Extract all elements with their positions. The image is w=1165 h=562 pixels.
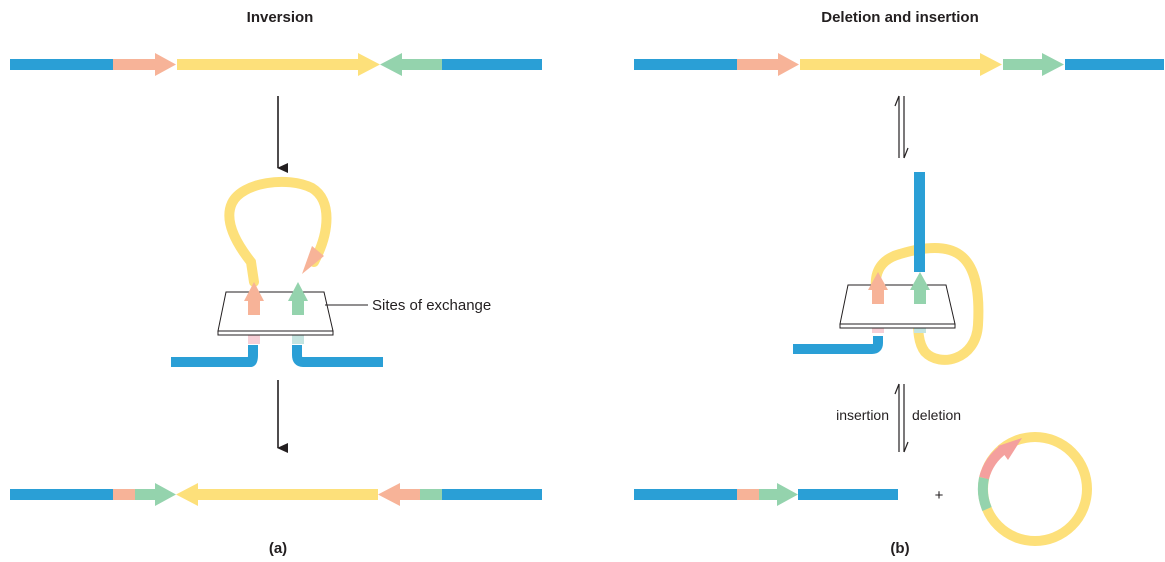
salmon-site-arrow: [737, 53, 799, 76]
panel-b: Deletion and insertion: [634, 9, 1164, 557]
panel-a-title: Inversion: [247, 9, 314, 26]
panel-a: Inversion Sites of exchange: [10, 9, 542, 557]
panel-b-top-dna: [634, 53, 1164, 76]
salmon-site-arrow: [378, 483, 420, 506]
yellow-dna-loop: [870, 243, 984, 365]
green-site-arrow: [135, 483, 176, 506]
recombinase-plane-edge: [217, 330, 334, 336]
recombinase-plane-edge: [839, 323, 956, 329]
plus-sign: +: [935, 487, 944, 504]
dna-segment: [1065, 59, 1164, 70]
salmon-site-arrow-up: [244, 282, 264, 315]
panel-a-top-dna: [10, 53, 542, 76]
salmon-segment: [113, 489, 135, 500]
green-site-arrow: [759, 483, 798, 506]
salmon-site-arrow: [113, 53, 176, 76]
deletion-label: deletion: [912, 407, 961, 423]
panel-b-synapse: [793, 172, 984, 365]
dna-segment: [10, 59, 113, 70]
panel-a-bottom-dna: [10, 483, 542, 506]
panel-b-letter: (b): [890, 540, 909, 557]
salmon-segment: [737, 489, 759, 500]
insertion-label: insertion: [836, 407, 889, 423]
yellow-dna-loop: [224, 176, 332, 287]
yellow-gene-arrow: [800, 53, 1002, 76]
salmon-arrowhead: [302, 246, 324, 274]
dna-segment: [634, 489, 737, 500]
dna-segment: [798, 489, 898, 500]
green-site-on-circle: [977, 476, 992, 511]
green-site-arrow: [380, 53, 442, 76]
vertical-dna-tail: [914, 172, 925, 272]
green-site-arrow-up: [910, 272, 930, 304]
panel-a-synapse: Sites of exchange: [171, 176, 491, 367]
rose-site-on-circle: [979, 444, 1008, 480]
green-site-arrow: [1003, 53, 1064, 76]
yellow-gene-arrow-inverted: [176, 483, 378, 506]
right-dna-tail: [292, 345, 383, 367]
recombinase-plane: [839, 284, 956, 325]
equilibrium-arrows-labeled: insertion deletion: [836, 383, 961, 453]
panel-a-letter: (a): [269, 540, 287, 557]
green-site-arrow-up: [288, 282, 308, 315]
equilibrium-arrows: [894, 95, 909, 159]
horizontal-dna-tail: [793, 336, 883, 354]
salmon-site-arrow-up: [868, 272, 888, 304]
dna-segment: [442, 489, 542, 500]
circle-arrowhead: [998, 438, 1022, 460]
recombinase-plane: [217, 291, 334, 332]
dna-segment: [10, 489, 113, 500]
green-segment: [420, 489, 442, 500]
panel-b-products: +: [634, 432, 1092, 546]
sites-of-exchange-label: Sites of exchange: [372, 297, 491, 314]
left-dna-tail: [171, 345, 258, 367]
dna-segment: [442, 59, 542, 70]
panel-b-title: Deletion and insertion: [821, 9, 979, 26]
yellow-gene-arrow: [177, 53, 380, 76]
dna-segment: [634, 59, 737, 70]
